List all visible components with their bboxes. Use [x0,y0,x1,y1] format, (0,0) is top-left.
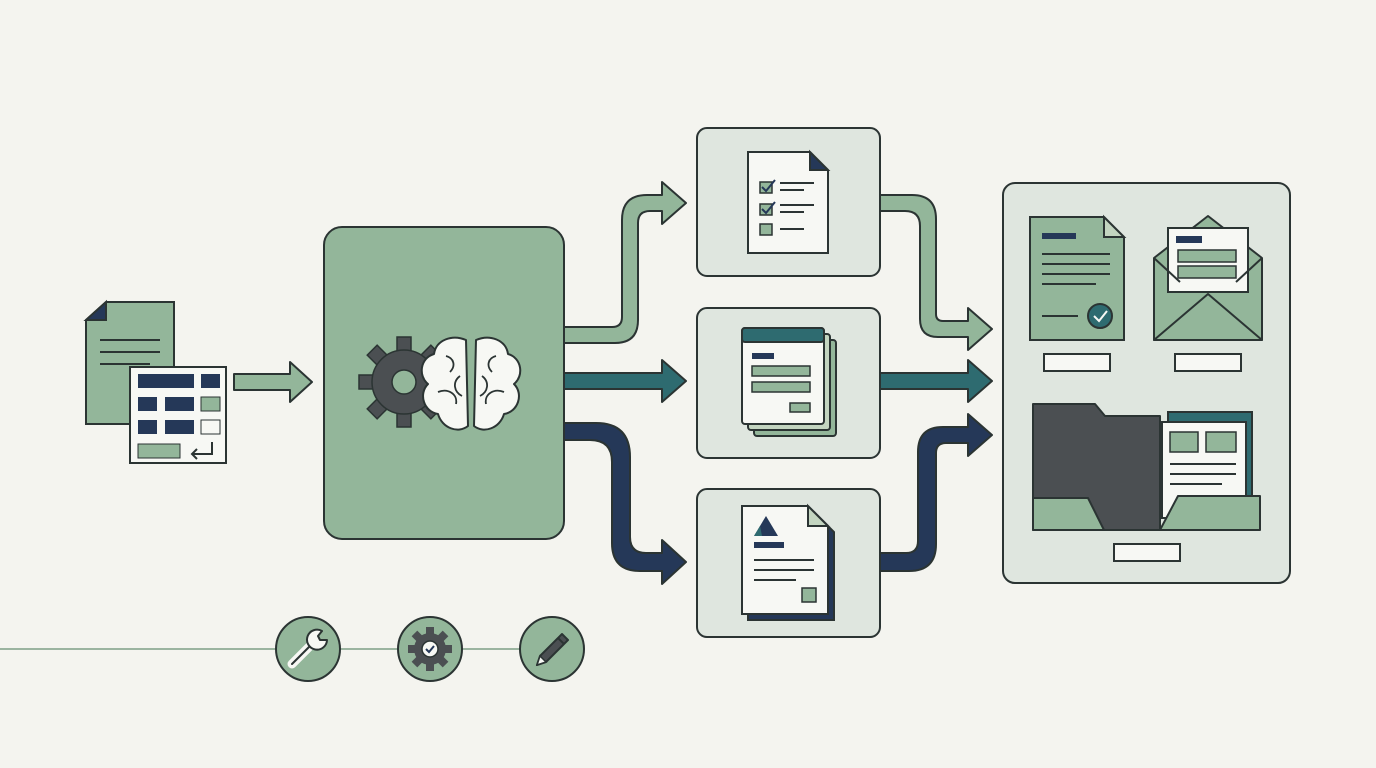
mail-label-placeholder [1174,353,1242,372]
flow-arrow-navy [563,422,687,585]
input-arrow [233,361,313,403]
tool-button-wrench[interactable] [275,616,341,682]
folder-label-placeholder [1113,543,1181,562]
tool-button-gear-check[interactable] [397,616,463,682]
flow-arrow-teal [563,359,687,403]
destination-node [1002,182,1291,584]
certificate-label-placeholder [1043,353,1111,372]
merge-arrow-sage [879,194,993,351]
merge-arrow-teal [879,359,993,403]
merge-arrow-navy [879,413,993,572]
output-node-checklist [696,127,881,277]
form-stack-icon [741,327,837,437]
checklist-document-icon [747,149,831,254]
output-node-report [696,488,881,638]
input-node [83,299,227,464]
report-document-icon [741,503,835,621]
mail-envelope-icon [1153,215,1263,341]
pencil-icon [535,633,569,667]
tool-button-pencil[interactable] [519,616,585,682]
gear-check-icon [408,627,452,671]
certificate-document-icon [1029,214,1127,341]
wrench-icon [287,628,328,669]
flow-arrow-sage [563,181,687,344]
output-node-forms [696,307,881,459]
brain-icon [420,336,522,431]
folder-icon [1032,403,1261,531]
processor-node [323,226,565,540]
spreadsheet-icon [129,366,227,464]
